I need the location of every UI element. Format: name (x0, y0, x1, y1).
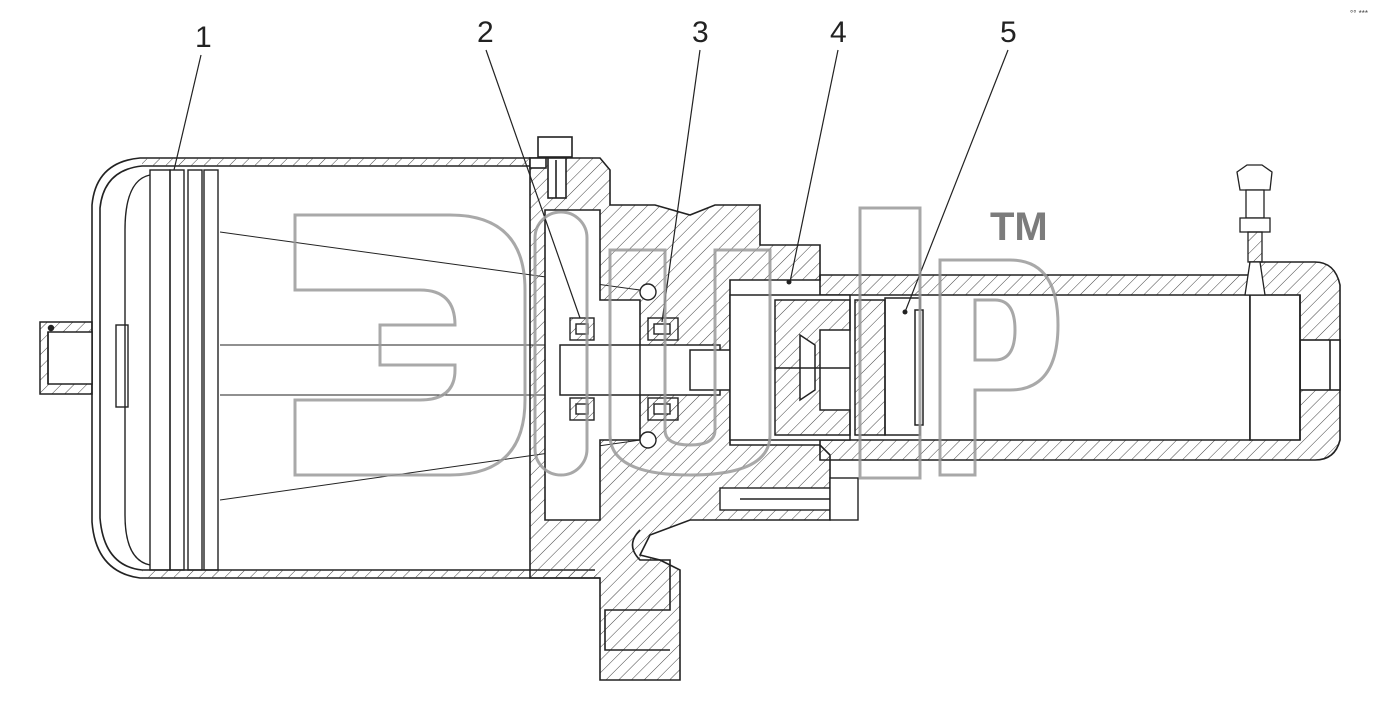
trademark-symbol: TM (990, 205, 1048, 249)
watermark-logo: TM (293, 205, 1060, 480)
callout-1: 1 (173, 21, 212, 171)
callout-5: 5 (902, 16, 1017, 315)
callout-3-label: 3 (692, 16, 709, 49)
cylinder-piston (729, 294, 924, 441)
inlet-nozzle (39, 321, 93, 395)
callout-5-label: 5 (1000, 16, 1017, 49)
callout-2-label: 2 (477, 16, 494, 49)
cylinder-barrel (819, 261, 1341, 461)
callout-3: 3 (661, 16, 709, 323)
corner-mark: °° *** (1350, 9, 1368, 18)
grease-fitting (1236, 164, 1273, 296)
callout-2: 2 (477, 16, 581, 319)
flange-bolt (719, 477, 859, 521)
callout-4-label: 4 (830, 16, 847, 49)
callout-4: 4 (786, 16, 847, 285)
diaphragm-plates (115, 169, 219, 571)
callouts: 1 2 3 4 5 (173, 16, 1017, 323)
callout-1-label: 1 (195, 21, 212, 54)
housing-body (91, 157, 600, 579)
